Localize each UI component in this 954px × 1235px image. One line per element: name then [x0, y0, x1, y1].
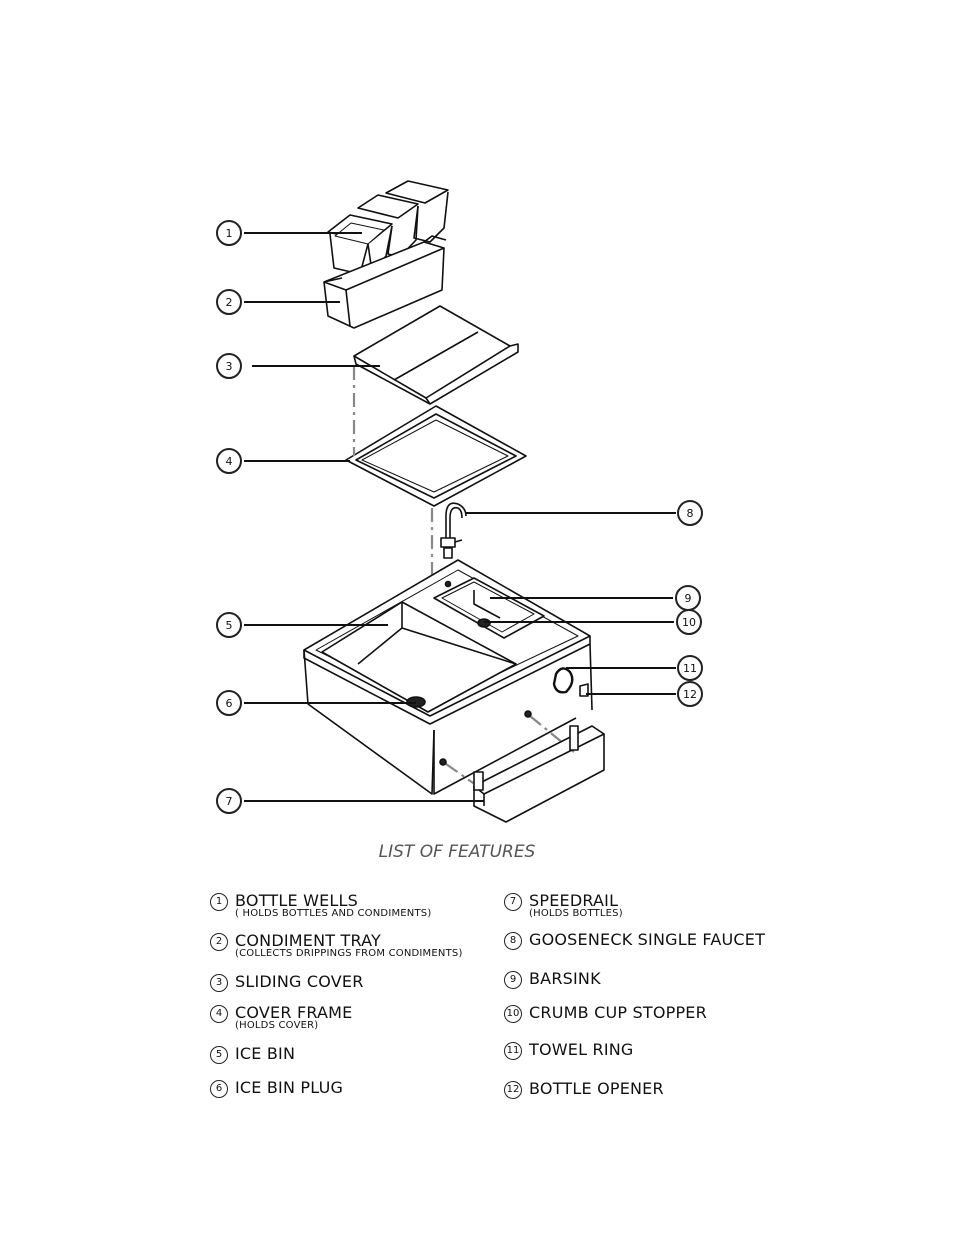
feature-badge: 8: [504, 932, 522, 950]
callout-circle-8: [677, 500, 703, 526]
feature-name: ICE BIN: [235, 1044, 296, 1063]
feature-name: BOTTLE OPENER: [529, 1079, 664, 1098]
callout-circle-10: [676, 609, 702, 635]
condiment-tray-drawing: [323, 235, 447, 329]
callout-number-11: 11: [683, 662, 697, 675]
callout-number-2: 2: [226, 296, 233, 309]
feature-name: SLIDING COVER: [235, 972, 364, 991]
feature-name: COVER FRAME: [235, 1003, 353, 1022]
callout-number-1: 1: [226, 227, 233, 240]
feature-badge: 3: [210, 974, 228, 992]
feature-badge: 1: [210, 893, 228, 911]
feature-note: (HOLDS BOTTLES): [529, 908, 623, 919]
feature-name: CRUMB CUP STOPPER: [529, 1003, 707, 1022]
callout-leaders: [244, 232, 676, 802]
feature-name: GOOSENECK SINGLE FAUCET: [529, 930, 766, 949]
callout-number-12: 12: [683, 688, 697, 701]
callout-circle-1: [216, 220, 242, 246]
callout-number-5: 5: [226, 619, 233, 632]
callout-circle-3: [216, 353, 242, 379]
feature-gooseneck-faucet: 8 GOOSENECK SINGLE FAUCET: [504, 930, 765, 950]
gooseneck-faucet-drawing: [440, 502, 467, 559]
feature-name: CONDIMENT TRAY: [235, 931, 382, 950]
callout-number-7: 7: [226, 795, 233, 808]
feature-badge: 6: [210, 1080, 228, 1098]
callout-number-6: 6: [226, 697, 233, 710]
cover-frame-drawing: [345, 405, 527, 507]
callout-circle-2: [216, 289, 242, 315]
feature-condiment-tray: 2 CONDIMENT TRAY (COLLECTS DRIPPINGS FRO…: [210, 931, 463, 959]
feature-badge: 10: [504, 1005, 522, 1023]
feature-badge: 7: [504, 893, 522, 911]
feature-name: ICE BIN PLUG: [235, 1078, 344, 1097]
feature-barsink: 9 BARSINK: [504, 969, 601, 989]
feature-cover-frame: 4 COVER FRAME (HOLDS COVER): [210, 1003, 352, 1031]
feature-note: (COLLECTS DRIPPINGS FROM CONDIMENTS): [235, 948, 463, 959]
feature-badge: 11: [504, 1042, 522, 1060]
exploded-view-diagram: 1 2 3 4 5 6 7 8 9 10 11 12: [216, 180, 703, 823]
feature-towel-ring: 11 TOWEL RING: [504, 1040, 634, 1060]
speedrail-drawing: [473, 725, 605, 823]
feature-name: BOTTLE WELLS: [235, 891, 358, 910]
callout-circle-5: [216, 612, 242, 638]
feature-bottle-wells: 1 BOTTLE WELLS ( HOLDS BOTTLES AND CONDI…: [210, 891, 431, 919]
feature-badge: 12: [504, 1081, 522, 1099]
callout-number-10: 10: [682, 616, 696, 629]
feature-bottle-opener: 12 BOTTLE OPENER: [504, 1079, 664, 1099]
feature-ice-bin-plug: 6 ICE BIN PLUG: [210, 1078, 343, 1098]
feature-note: (HOLDS COVER): [235, 1020, 319, 1031]
feature-note: ( HOLDS BOTTLES AND CONDIMENTS): [235, 908, 432, 919]
callout-circle-12: [677, 681, 703, 707]
feature-sliding-cover: 3 SLIDING COVER: [210, 972, 364, 992]
feature-name: BARSINK: [529, 969, 601, 988]
callout-circle-7: [216, 788, 242, 814]
list-of-features-heading: LIST OF FEATURES: [378, 842, 536, 862]
callout-circles: [216, 220, 703, 814]
feature-badge: 9: [504, 971, 522, 989]
feature-speedrail: 7 SPEEDRAIL (HOLDS BOTTLES): [504, 891, 623, 919]
feature-badge: 4: [210, 1005, 228, 1023]
callout-circle-11: [677, 655, 703, 681]
sliding-cover-drawing: [353, 305, 519, 405]
feature-ice-bin: 5 ICE BIN: [210, 1044, 295, 1064]
callout-circle-4: [216, 448, 242, 474]
feature-name: SPEEDRAIL: [529, 891, 619, 910]
callout-circle-6: [216, 690, 242, 716]
callout-number-4: 4: [226, 455, 233, 468]
callout-number-8: 8: [687, 507, 694, 520]
feature-badge: 2: [210, 933, 228, 951]
callout-number-3: 3: [226, 360, 233, 373]
feature-crumb-cup-stopper: 10 CRUMB CUP STOPPER: [504, 1003, 707, 1023]
feature-badge: 5: [210, 1046, 228, 1064]
feature-name: TOWEL RING: [529, 1040, 634, 1059]
callout-number-9: 9: [685, 592, 692, 605]
